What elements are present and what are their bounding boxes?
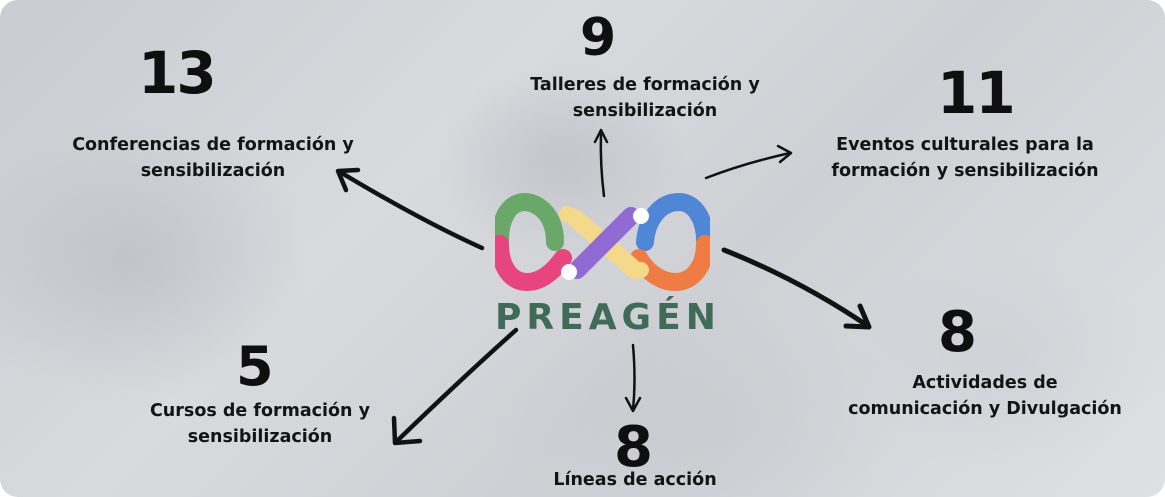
label-eventos-line1: Eventos culturales para la: [836, 135, 1094, 155]
arrow-cursos: [393, 327, 519, 445]
label-cursos-line1: Cursos de formación y: [149, 401, 371, 421]
label-talleres-line2: sensibilización: [572, 101, 718, 121]
label-lineas: Líneas de acción: [553, 470, 717, 490]
label-eventos: Eventos culturales para la formación y s…: [795, 132, 1135, 184]
arrowhead-cursos: [391, 415, 423, 446]
label-conferencias-line1: Conferencias de formación y: [72, 135, 354, 155]
arrow-talleres: [599, 130, 606, 198]
label-cursos: Cursos de formación y sensibilización: [100, 398, 420, 450]
count-actividades: 8: [938, 300, 977, 365]
arrowhead-eventos: [776, 144, 793, 164]
label-conferencias-line2: sensibilización: [140, 161, 286, 181]
count-conferencias: 13: [138, 39, 217, 107]
label-eventos-line2: formación y sensibilización: [831, 161, 1099, 181]
label-conferencias: Conferencias de formación y sensibilizac…: [33, 132, 393, 184]
arrowhead-lineas: [624, 396, 642, 413]
count-lineas: 8: [614, 415, 653, 480]
count-talleres: 9: [580, 8, 616, 68]
arrow-eventos: [704, 151, 792, 180]
arrow-conferencias: [337, 169, 485, 251]
preagen-logo-icon: [495, 192, 710, 292]
count-cursos: 5: [236, 335, 274, 398]
label-talleres: Talleres de formación y sensibilización: [495, 72, 795, 124]
count-eventos: 11: [937, 59, 1016, 127]
arrowhead-talleres: [593, 128, 609, 144]
arrowhead-conferencias: [335, 167, 361, 193]
label-actividades-line1: Actividades de: [912, 373, 1058, 393]
label-cursos-line2: sensibilización: [187, 427, 333, 447]
label-actividades: Actividades de comunicación y Divulgació…: [820, 370, 1150, 422]
label-actividades-line2: comunicación y Divulgación: [848, 399, 1122, 419]
arrow-lineas: [631, 343, 636, 412]
arrowhead-actividades: [843, 303, 872, 330]
arrow-actividades: [721, 247, 871, 329]
brand-wordmark: PREAGÉN: [495, 297, 721, 338]
label-talleres-line1: Talleres de formación y: [530, 75, 760, 95]
